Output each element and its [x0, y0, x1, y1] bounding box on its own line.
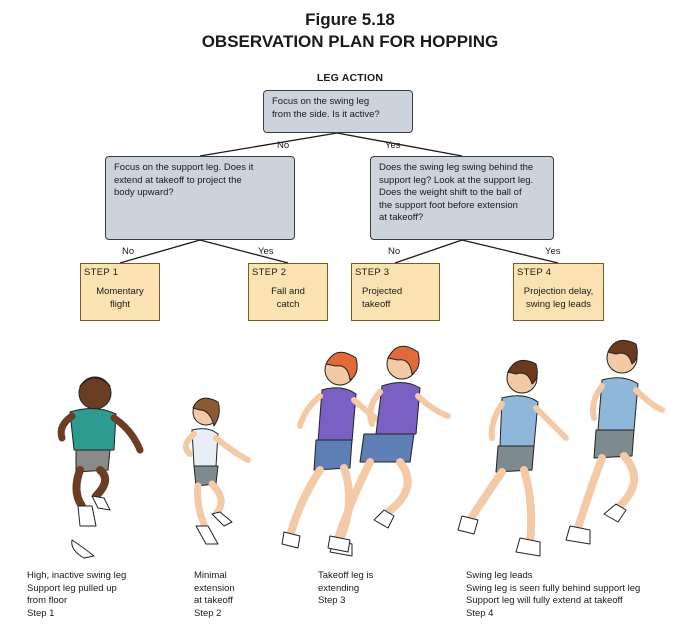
right-question-box: Does the swing leg swing behind the supp… [370, 156, 554, 240]
caption-line: Support leg pulled up [27, 582, 117, 594]
child-step-1-illustration [57, 376, 144, 559]
root-yes-label: Yes [385, 140, 401, 151]
step-text-line: Fall and [271, 286, 305, 297]
caption-line: Step 2 [194, 607, 222, 619]
step-text-line: catch [276, 298, 300, 310]
right-question-line: the support foot before extension [379, 199, 518, 211]
caption-line: Takeoff leg is [318, 570, 374, 581]
caption-line: High, inactive swing leg [27, 570, 127, 581]
left-question-line: body upward? [114, 187, 174, 198]
caption-line: Swing leg is seen fully behind support l… [466, 582, 641, 594]
connector-right-step4 [461, 239, 559, 264]
connector-left-step2 [199, 239, 289, 264]
figure-title: OBSERVATION PLAN FOR HOPPING [201, 32, 499, 51]
step-text-line: Projection delay, [523, 286, 594, 297]
root-question-line: Focus on the swing leg [272, 96, 370, 107]
caption-line: from floor [27, 595, 68, 606]
connector-left-step1 [119, 239, 201, 264]
caption-line: Swing leg leads [466, 570, 533, 581]
step-text-line: flight [109, 298, 131, 310]
caption-step-2: Minimal extension at takeoff Step 2 [194, 570, 235, 620]
right-question-line: support leg? Look at the support leg. [379, 174, 534, 186]
caption-step-3: Takeoff leg is extending Step 3 [318, 570, 373, 608]
right-question-line: at takeoff? [379, 212, 424, 223]
right-question-line: Does the weight shift to the ball of [379, 187, 522, 198]
figure-number: Figure 5.18 [305, 10, 395, 29]
step-box-1: STEP 1 Momentary flight [80, 263, 160, 321]
step-text-line: takeoff [362, 298, 391, 310]
caption-line: extending [318, 582, 360, 594]
caption-line: Minimal [194, 570, 227, 581]
child-step-2-illustration [182, 397, 251, 545]
step-text-line: swing leg leads [526, 298, 591, 310]
hopping-illustrations [57, 339, 665, 559]
step-box-4: STEP 4 Projection delay, swing leg leads [513, 263, 604, 321]
step-label: STEP 1 [84, 267, 119, 278]
root-question-box: Focus on the swing leg from the side. Is… [263, 90, 413, 133]
caption-line: Step 3 [318, 595, 346, 606]
child-step-3b-illustration [327, 345, 451, 553]
caption-step-4: Swing leg leads Swing leg is seen fully … [466, 570, 640, 620]
right-question-line: Does the swing leg swing behind the [379, 162, 534, 173]
step-text-line: Momentary [96, 286, 144, 297]
caption-line: Support leg will fully extend at takeoff [466, 595, 623, 606]
caption-line: Step 4 [466, 607, 494, 619]
connector-right-step3 [394, 239, 463, 264]
step-box-2: STEP 2 Fall and catch [248, 263, 328, 321]
step-text-line: Projected [362, 286, 403, 297]
caption-line: at takeoff [194, 595, 233, 606]
child-step-4a-illustration [457, 359, 569, 557]
connector-root-left [199, 132, 338, 157]
step-label: STEP 4 [517, 267, 552, 278]
caption-step-1: High, inactive swing leg Support leg pul… [27, 570, 126, 620]
section-label: LEG ACTION [316, 72, 384, 84]
root-question-line: from the side. Is it active? [272, 108, 380, 120]
root-no-label: No [277, 140, 290, 151]
right-no-label: No [388, 246, 401, 257]
step-box-3: STEP 3 Projected takeoff [351, 263, 440, 321]
child-step-3a-illustration [281, 351, 391, 557]
step-label: STEP 2 [252, 267, 287, 278]
left-yes-label: Yes [258, 246, 274, 257]
caption-line: extension [194, 582, 235, 594]
caption-line: Step 1 [27, 607, 55, 619]
connector-root-right [336, 132, 463, 157]
left-no-label: No [122, 246, 135, 257]
left-question-line: extend at takeoff to project the [114, 174, 242, 186]
left-question-box: Focus on the support leg. Does it extend… [105, 156, 295, 240]
left-question-line: Focus on the support leg. Does it [114, 162, 254, 173]
child-step-4b-illustration [565, 339, 665, 545]
right-yes-label: Yes [545, 246, 561, 257]
step-label: STEP 3 [355, 267, 390, 278]
